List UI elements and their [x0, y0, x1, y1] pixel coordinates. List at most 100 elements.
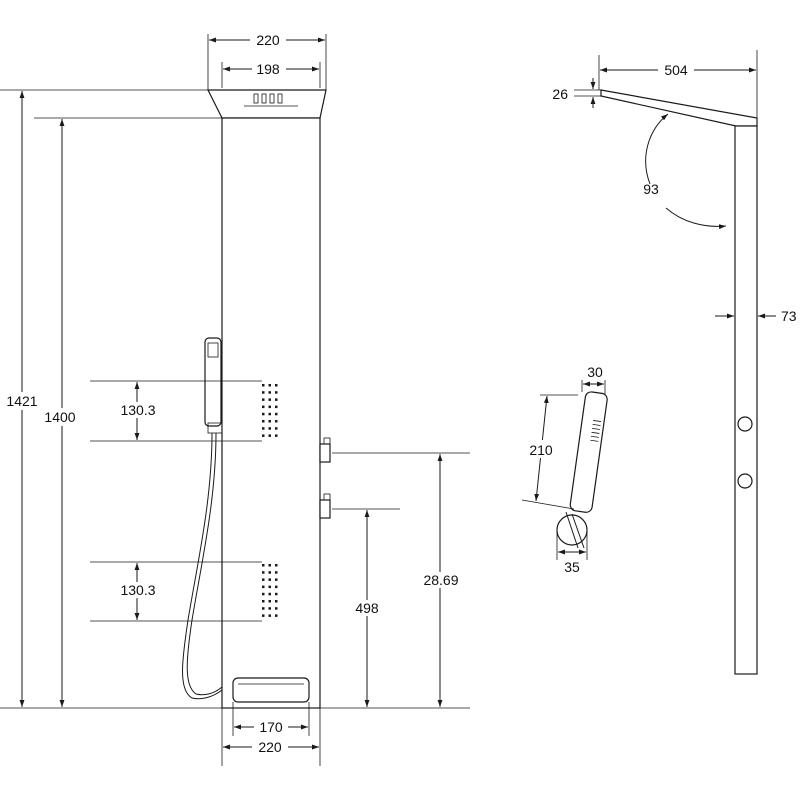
jet-dot — [275, 585, 278, 589]
jet-dot — [275, 571, 278, 574]
jet-dot — [275, 384, 278, 387]
jet-dot — [268, 427, 271, 430]
jet-dot — [275, 420, 278, 423]
side-rain-head — [600, 89, 758, 127]
jet-dot — [275, 614, 278, 617]
dim-handle-length-210: 210 — [521, 394, 578, 510]
dim-total-height-1421: 1421 — [2, 91, 42, 707]
jet-dot — [268, 600, 271, 603]
jet-dot — [268, 398, 271, 401]
jet-dot — [262, 405, 265, 409]
jet-dot — [275, 412, 278, 416]
label-head-width: 30 — [587, 364, 603, 380]
jet-dot — [262, 592, 265, 596]
dim-outlet-height-lower: 498 — [332, 508, 400, 707]
jet-dot — [268, 614, 271, 617]
dim-panel-depth-73: 73 — [715, 308, 797, 324]
jet-dot — [262, 391, 265, 394]
label-holder-diameter: 35 — [564, 559, 580, 575]
jet-dot — [275, 391, 278, 394]
label-panel-height: 1400 — [44, 409, 75, 425]
jet-dot — [262, 564, 265, 567]
jet-dot — [268, 384, 271, 387]
jet-dot — [275, 592, 278, 596]
side-view: 504 26 93 73 — [552, 50, 797, 675]
label-top-width-inner: 198 — [256, 61, 280, 77]
jet-dot — [275, 434, 278, 437]
side-panel — [734, 125, 758, 675]
label-bottom-width: 220 — [258, 739, 282, 755]
label-total-height: 1421 — [6, 393, 37, 409]
hand-shower-detail: 30 210 35 — [521, 364, 608, 575]
label-jet-spacing-upper: 130.3 — [120, 402, 155, 418]
bottom-shelf — [232, 677, 310, 703]
jet-dot — [262, 384, 265, 387]
dim-shelf-width-170: 170 — [232, 702, 310, 736]
jet-dot — [262, 398, 265, 401]
dim-tilt-angle-93: 93 — [643, 113, 727, 230]
dim-bottom-width-220: 220 — [221, 708, 321, 766]
dim-head-thickness-26: 26 — [552, 78, 601, 108]
jet-dot — [275, 405, 278, 409]
jet-dot — [275, 578, 278, 581]
jet-dot — [268, 607, 271, 610]
jet-dot — [262, 585, 265, 589]
jet-dot — [268, 585, 271, 589]
dim-head-projection-504: 504 — [598, 55, 756, 90]
jet-dot — [262, 607, 265, 610]
label-panel-depth: 73 — [781, 308, 797, 324]
label-head-projection: 504 — [664, 62, 688, 78]
jet-dot — [275, 398, 278, 401]
jet-dot — [268, 571, 271, 574]
jet-dot — [268, 405, 271, 409]
side-outlet-lower — [737, 473, 753, 489]
dim-top-width-220: 220 — [207, 31, 327, 90]
jet-dot — [268, 578, 271, 581]
label-head-thickness: 26 — [552, 86, 568, 102]
label-tilt-angle: 93 — [643, 181, 659, 197]
label-outlet-height-upper: 28.69 — [423, 572, 458, 588]
dim-jet-spacing-lower: 130.3 — [90, 561, 262, 622]
jet-dot — [275, 607, 278, 610]
dim-panel-height-1400: 1400 — [40, 119, 80, 707]
label-jet-spacing-lower: 130.3 — [120, 582, 155, 598]
dim-outlet-height-upper: 28.69 — [332, 452, 470, 707]
label-shelf-width: 170 — [259, 719, 283, 735]
rain-head-nozzles — [244, 93, 298, 107]
hand-shower-front — [182, 337, 223, 700]
jet-dot — [262, 578, 265, 581]
control-knob-lower — [319, 493, 331, 519]
jet-dot — [262, 427, 265, 430]
side-outlet-upper — [737, 416, 753, 432]
jet-dot — [275, 564, 278, 567]
jet-dot — [262, 614, 265, 617]
jet-dot — [275, 600, 278, 603]
label-handle-length: 210 — [529, 442, 553, 458]
jet-dot — [262, 434, 265, 437]
jet-dot — [262, 420, 265, 423]
jet-dot — [268, 391, 271, 394]
jet-dot — [275, 427, 278, 430]
front-view: 220 198 1421 1400 — [0, 31, 470, 766]
control-knob-upper — [319, 437, 331, 463]
dim-holder-diameter-35: 35 — [556, 530, 588, 575]
dim-jet-spacing-upper: 130.3 — [90, 380, 262, 442]
jet-dot — [268, 564, 271, 567]
jet-dot — [268, 420, 271, 423]
dim-head-width-30: 30 — [581, 364, 606, 395]
hand-shower-nozzles — [590, 420, 602, 442]
jet-dot — [268, 412, 271, 416]
hand-shower-handle — [569, 391, 608, 513]
rain-head — [207, 89, 327, 119]
jet-dot — [262, 600, 265, 603]
jet-dot — [268, 434, 271, 437]
label-outlet-height-lower: 498 — [355, 600, 379, 616]
label-top-width-outer: 220 — [256, 32, 280, 48]
jet-dot — [268, 592, 271, 596]
body-jets-lower — [262, 564, 278, 617]
dim-top-width-198: 198 — [221, 60, 321, 88]
jet-dot — [262, 412, 265, 416]
body-jets-upper — [262, 384, 278, 437]
jet-dot — [262, 571, 265, 574]
